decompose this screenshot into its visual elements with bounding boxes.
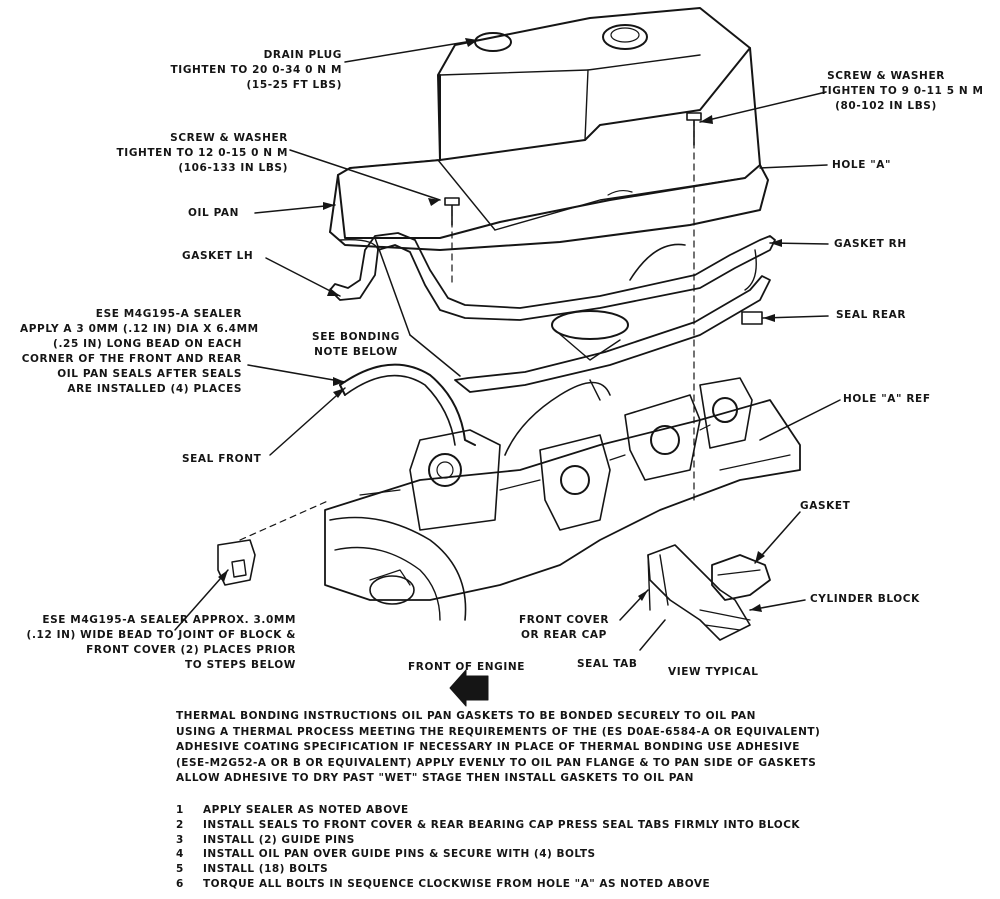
bonding-line-5: ALLOW ADHESIVE TO DRY PAST "WET" STAGE T… <box>176 772 694 784</box>
step-text: INSTALL SEALS TO FRONT COVER & REAR BEAR… <box>203 818 801 831</box>
sealer-joint-line-3: FRONT COVER (2) PLACES PRIOR <box>86 644 296 656</box>
screw-washer-right-line-3: (80-102 IN LBS) <box>835 100 937 112</box>
bonding-paragraph: THERMAL BONDING INSTRUCTIONS OIL PAN GAS… <box>176 709 876 787</box>
sealer-corner-line-6: ARE INSTALLED (4) PLACES <box>67 383 242 395</box>
seal-tab-label: SEAL TAB <box>577 658 638 670</box>
see-bonding-callout: SEE BONDING NOTE BELOW <box>300 330 412 360</box>
sealer-joint-line-2: (.12 IN) WIDE BEAD TO JOINT OF BLOCK & <box>26 629 296 641</box>
step-number: 4 <box>176 848 184 861</box>
seal-tab-detail-drawing <box>647 544 771 641</box>
step-text: APPLY SEALER AS NOTED ABOVE <box>203 804 409 816</box>
seal-front-label: SEAL FRONT <box>182 453 262 465</box>
see-bonding-line-1: SEE BONDING <box>312 331 400 343</box>
step-number: 6 <box>176 877 184 890</box>
thermal-bonding-instructions: THERMAL BONDING INSTRUCTIONS OIL PAN GAS… <box>176 709 876 787</box>
step-text: INSTALL (2) GUIDE PINS <box>203 833 355 846</box>
screw-washer-right-line-2: TIGHTEN TO 9 0-11 5 N m <box>820 85 984 97</box>
front-cover-line-2: OR REAR CAP <box>521 629 607 641</box>
front-cover-callout: FRONT COVER OR REAR CAP <box>508 613 620 643</box>
engine-block-drawing <box>324 377 801 621</box>
front-of-engine-label: FRONT OF ENGINE <box>408 661 525 673</box>
sealer-joint-callout: ESE M4G195-A SEALER APPROX. 3.0mm (.12 I… <box>4 613 296 673</box>
step-text: INSTALL (18) BOLTS <box>203 863 329 876</box>
joint-sealer-detail-drawing <box>217 539 256 586</box>
sealer-joint-line-4: TO STEPS BELOW <box>185 659 296 671</box>
sealer-joint-line-1: ESE M4G195-A SEALER APPROX. 3.0mm <box>42 614 296 626</box>
screw-washer-left-line-1: SCREW & WASHER <box>170 132 288 144</box>
sealer-corner-line-3: (.25 IN) LONG BEAD ON EACH <box>53 338 242 350</box>
bonding-line-3: ADHESIVE COATING SPECIFICATION IF NECESS… <box>176 741 800 753</box>
step-item: 3 INSTALL (2) GUIDE PINS <box>176 833 800 848</box>
seal-rear-label: SEAL REAR <box>836 309 907 321</box>
hole-a-ref-label: HOLE "A" REF <box>843 393 931 405</box>
drain-plug-callout: DRAIN PLUG TIGHTEN TO 20 0-34 0 N m (15-… <box>150 48 342 93</box>
step-item: 1 APPLY SEALER AS NOTED ABOVE <box>176 803 800 818</box>
step-item: 4 INSTALL OIL PAN OVER GUIDE PINS & SECUR… <box>176 847 800 862</box>
hole-a-label: HOLE "A" <box>832 159 892 171</box>
sealer-corner-line-1: ESE M4G195-A SEALER <box>95 308 242 320</box>
screw-washer-left-line-3: (106-133 IN LBS) <box>178 162 288 174</box>
step-item: 2 INSTALL SEALS TO FRONT COVER & REAR BEA… <box>176 818 800 833</box>
oil-pan-drawing <box>329 7 769 251</box>
gasket-rh-label: GASKET RH <box>834 238 907 250</box>
drain-plug-line-3: (15-25 FT LBS) <box>246 79 342 91</box>
screw-washer-right-callout: SCREW & WASHER TIGHTEN TO 9 0-11 5 N m (… <box>820 69 984 114</box>
sealer-corner-line-4: CORNER OF THE FRONT AND REAR <box>21 353 242 365</box>
bonding-line-2: USING A THERMAL PROCESS MEETING THE REQU… <box>176 725 821 738</box>
step-number: 2 <box>176 818 184 831</box>
step-number: 3 <box>176 833 184 846</box>
step-text: TORQUE ALL BOLTS IN SEQUENCE CLOCKWISE F… <box>203 877 711 890</box>
step-number: 1 <box>176 804 184 816</box>
gasket-label: GASKET <box>800 500 851 512</box>
sealer-corner-callout: ESE M4G195-A SEALER APPLY A 3 0mm (.12 I… <box>20 307 259 397</box>
sealer-corner-line-2: APPLY A 3 0mm (.12 IN) DIA X 6.4mm <box>20 323 259 335</box>
arrowheads <box>218 38 782 612</box>
drain-plug-line-1: DRAIN PLUG <box>263 49 342 61</box>
view-typical-label: VIEW TYPICAL <box>668 666 759 678</box>
front-of-engine-arrow <box>449 669 489 707</box>
sealer-corner-line-5: OIL PAN SEALS AFTER SEALS <box>57 368 242 380</box>
step-number: 5 <box>176 863 184 876</box>
step-item: 5 INSTALL (18) BOLTS <box>176 862 800 877</box>
screw-washer-left-line-2: TIGHTEN TO 12 0-15 0 N m <box>116 147 288 159</box>
screw-washer-right-line-1: SCREW & WASHER <box>827 70 945 82</box>
bonding-line-4: (ESE-M2G52-A OR B OR EQUIVALENT) APPLY E… <box>176 756 817 769</box>
step-text: INSTALL OIL PAN OVER GUIDE PINS & SECURE… <box>203 848 596 861</box>
step-item: 6 TORQUE ALL BOLTS IN SEQUENCE CLOCKWISE … <box>176 877 800 892</box>
gasket-drawing <box>329 232 776 393</box>
cylinder-block-label: CYLINDER BLOCK <box>810 593 920 605</box>
bonding-line-1: THERMAL BONDING INSTRUCTIONS OIL PAN GAS… <box>176 710 756 722</box>
alignment-centerlines <box>239 119 695 541</box>
front-cover-line-1: FRONT COVER <box>518 614 610 626</box>
drain-plug-line-2: TIGHTEN TO 20 0-34 0 N m <box>170 64 342 76</box>
oil-pan-label: OIL PAN <box>188 207 240 219</box>
installation-steps: 1 APPLY SEALER AS NOTED ABOVE 2 INSTALL SE… <box>176 803 800 892</box>
gasket-lh-label: GASKET LH <box>182 250 254 262</box>
see-bonding-line-2: NOTE BELOW <box>314 346 398 358</box>
screw-washer-left-callout: SCREW & WASHER TIGHTEN TO 12 0-15 0 N m … <box>100 131 288 176</box>
